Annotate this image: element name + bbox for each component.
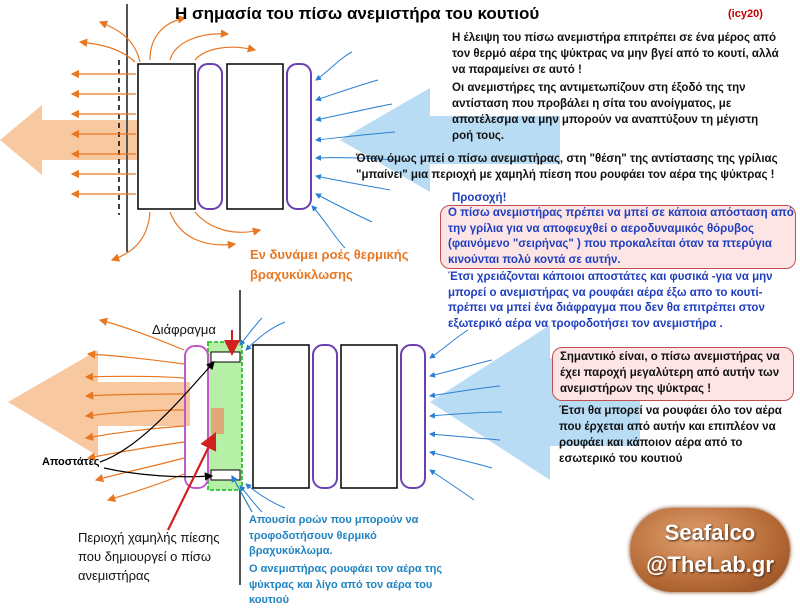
short-circuit-label: Εν δυνάμει ροές θερμικής βραχυκύκλωσης — [250, 247, 409, 282]
spacer-top — [210, 351, 241, 363]
low-pressure-zone — [211, 408, 224, 434]
diaphragm-label: Διάφραγμα — [152, 322, 216, 337]
logo-line1: Seafalco — [664, 520, 756, 545]
attention-rest-text: Έτσι χρειάζονται κάποιοι αποστάτες και φ… — [448, 271, 773, 330]
bottom-case-air-flows — [239, 317, 286, 513]
attention-heading: Προσοχή! — [452, 192, 507, 204]
important-boxed-text: Σημαντικό είναι, ο πίσω ανεμιστήρας να έ… — [560, 351, 780, 395]
bottom-hot-air-arrow — [8, 350, 190, 456]
top-exhaust-flow-arrows — [70, 69, 136, 199]
bottom-fan-2 — [400, 344, 426, 489]
attention-box — [440, 205, 796, 269]
important-box — [552, 347, 794, 401]
attention-boxed-text: Ο πίσω ανεμιστήρας πρέπει να μπεί σε κάπ… — [448, 207, 794, 266]
top-hot-air-arrow — [0, 105, 182, 175]
logo-line2: @TheLab.gr — [646, 552, 774, 577]
bottom-exhaust-flow-arrows — [84, 317, 185, 502]
bottom-note-pointer — [231, 474, 253, 513]
top-fan-1 — [197, 63, 223, 210]
rear-fan — [184, 345, 209, 489]
bottom-heatsink-block-1 — [252, 344, 310, 489]
bottom-intake-flow-arrows — [429, 329, 503, 501]
top-cool-air-arrow — [340, 88, 560, 192]
important-rest-text: Έτσι θα μπορεί να ρουφάει όλο τον αέρα π… — [559, 405, 782, 465]
bottom-fan-1 — [312, 344, 338, 489]
top-short-circuit-flows — [78, 15, 262, 262]
top-intake-flow-arrows — [311, 51, 396, 249]
bottom-note-line2: Ο ανεμιστήρας ρουφάει τον αέρα της ψύκτρ… — [249, 563, 443, 606]
top-heatsink-block-1 — [137, 63, 196, 210]
top-text-p1: Η έλειψη του πίσω ανεμιστήρα επιτρέπει σ… — [452, 32, 779, 76]
top-text-p2: Οι ανεμιστήρες της αντιμετωπίζουν στη έξ… — [452, 82, 759, 142]
low-pressure-label: Περιοχή χαμηλής πίεσης που δημιουργεί ο … — [78, 530, 220, 583]
seafalco-logo: Seafalco @TheLab.gr — [630, 508, 790, 592]
low-pressure-pointer — [167, 432, 217, 531]
bottom-heatsink-block-2 — [340, 344, 398, 489]
spacers-label: Αποστάτες — [42, 456, 100, 468]
spacer-bottom — [210, 469, 241, 481]
spacers-pointer — [99, 361, 215, 481]
top-fan-2 — [286, 63, 312, 210]
bottom-note-line1: Απουσία ροών που μπορούν να τροφοδοτήσου… — [249, 514, 419, 557]
figure-tag: (icy20) — [728, 8, 763, 20]
top-heatsink-block-2 — [226, 63, 284, 210]
page-title: Η σημασία του πίσω ανεμιστήρα του κουτιο… — [175, 4, 540, 23]
top-text-p3: Όταν όμως μπεί ο πίσω ανεμιστήρας, στη "… — [356, 153, 778, 181]
